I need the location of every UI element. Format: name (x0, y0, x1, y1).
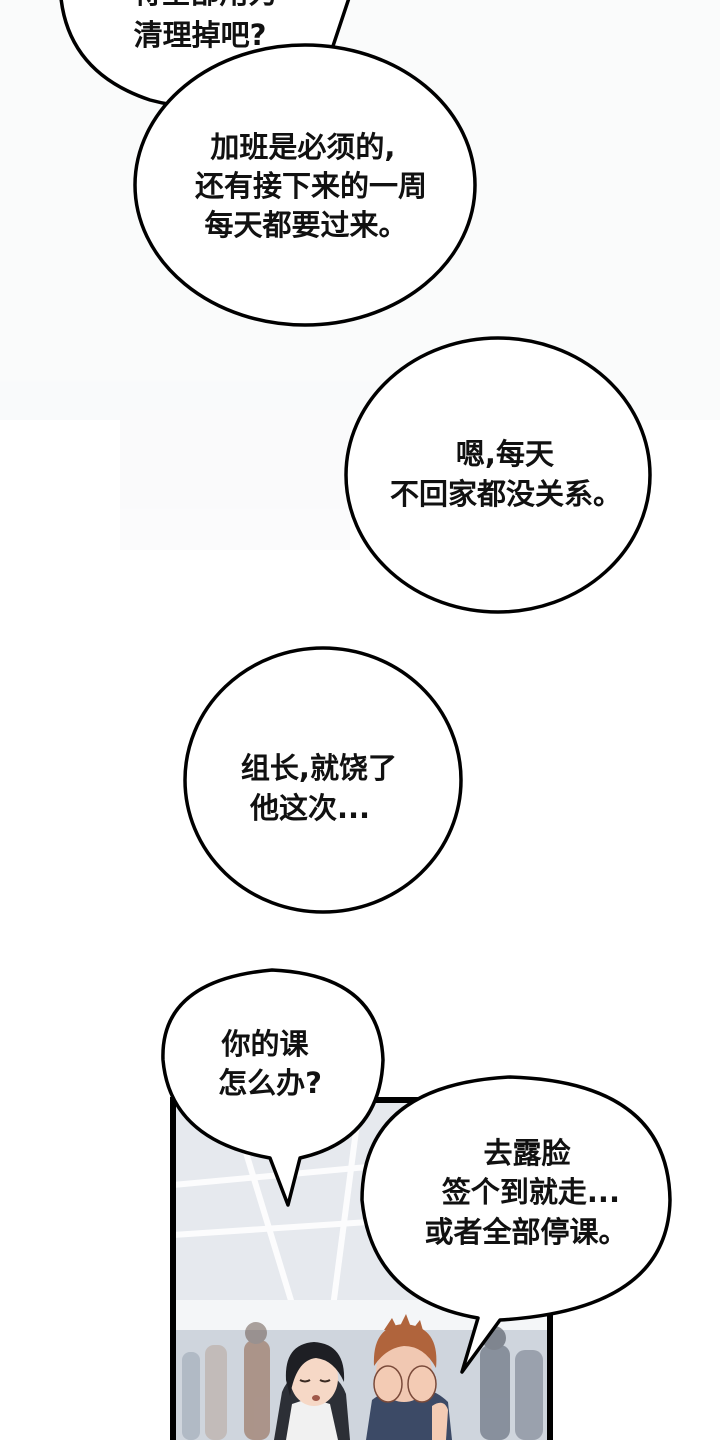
woman-character (274, 1342, 350, 1440)
bubble-line: 他这次... (249, 791, 370, 825)
bubble-outline (344, 336, 652, 614)
bubble-every-day: 嗯,每天 不回家都没关系。 (344, 336, 652, 614)
bubble-text: 去露脸 签个到就走... 或者全部停课。 (424, 1136, 630, 1249)
bubble-outline (183, 646, 463, 914)
bubble-line: 还有接下来的一周 (195, 169, 427, 203)
bubble-line: 去露脸 (483, 1136, 571, 1170)
bubble-line: 将全部用力 (132, 0, 277, 10)
bubble-line: 嗯,每天 (456, 437, 554, 471)
bubble-text: 将全部用力 清理掉吧? (132, 0, 287, 52)
bubble-line: 你的课 (220, 1027, 309, 1061)
bubble-team-leader: 组长,就饶了 他这次... (183, 646, 463, 914)
bubble-line: 签个到就走... (442, 1175, 620, 1209)
bubble-line: 每天都要过来。 (204, 208, 407, 242)
bubble-line: 加班是必须的, (210, 130, 395, 164)
bubble-text: 你的课 怎么办? (218, 1027, 322, 1100)
bubble-show-face: 去露脸 签个到就走... 或者全部停课。 (360, 1075, 672, 1374)
bubble-overtime: 加班是必须的, 还有接下来的一周 每天都要过来。 (133, 43, 477, 327)
bubble-text: 嗯,每天 不回家都没关系。 (390, 437, 622, 511)
bubble-outline (161, 968, 385, 1207)
bubble-line: 或者全部停课。 (424, 1215, 627, 1249)
bubble-outline (133, 43, 477, 327)
bubble-line: 怎么办? (218, 1066, 322, 1100)
bubble-outline (360, 1075, 672, 1374)
bubble-line: 清理掉吧? (134, 18, 267, 52)
man-character (366, 1314, 452, 1440)
bubble-text: 组长,就饶了 他这次... (241, 751, 407, 825)
bubble-text: 加班是必须的, 还有接下来的一周 每天都要过来。 (195, 130, 437, 242)
bubble-line: 组长,就饶了 (241, 751, 397, 785)
bubble-your-class: 你的课 怎么办? (161, 968, 385, 1207)
bubble-line: 不回家都没关系。 (390, 477, 622, 511)
